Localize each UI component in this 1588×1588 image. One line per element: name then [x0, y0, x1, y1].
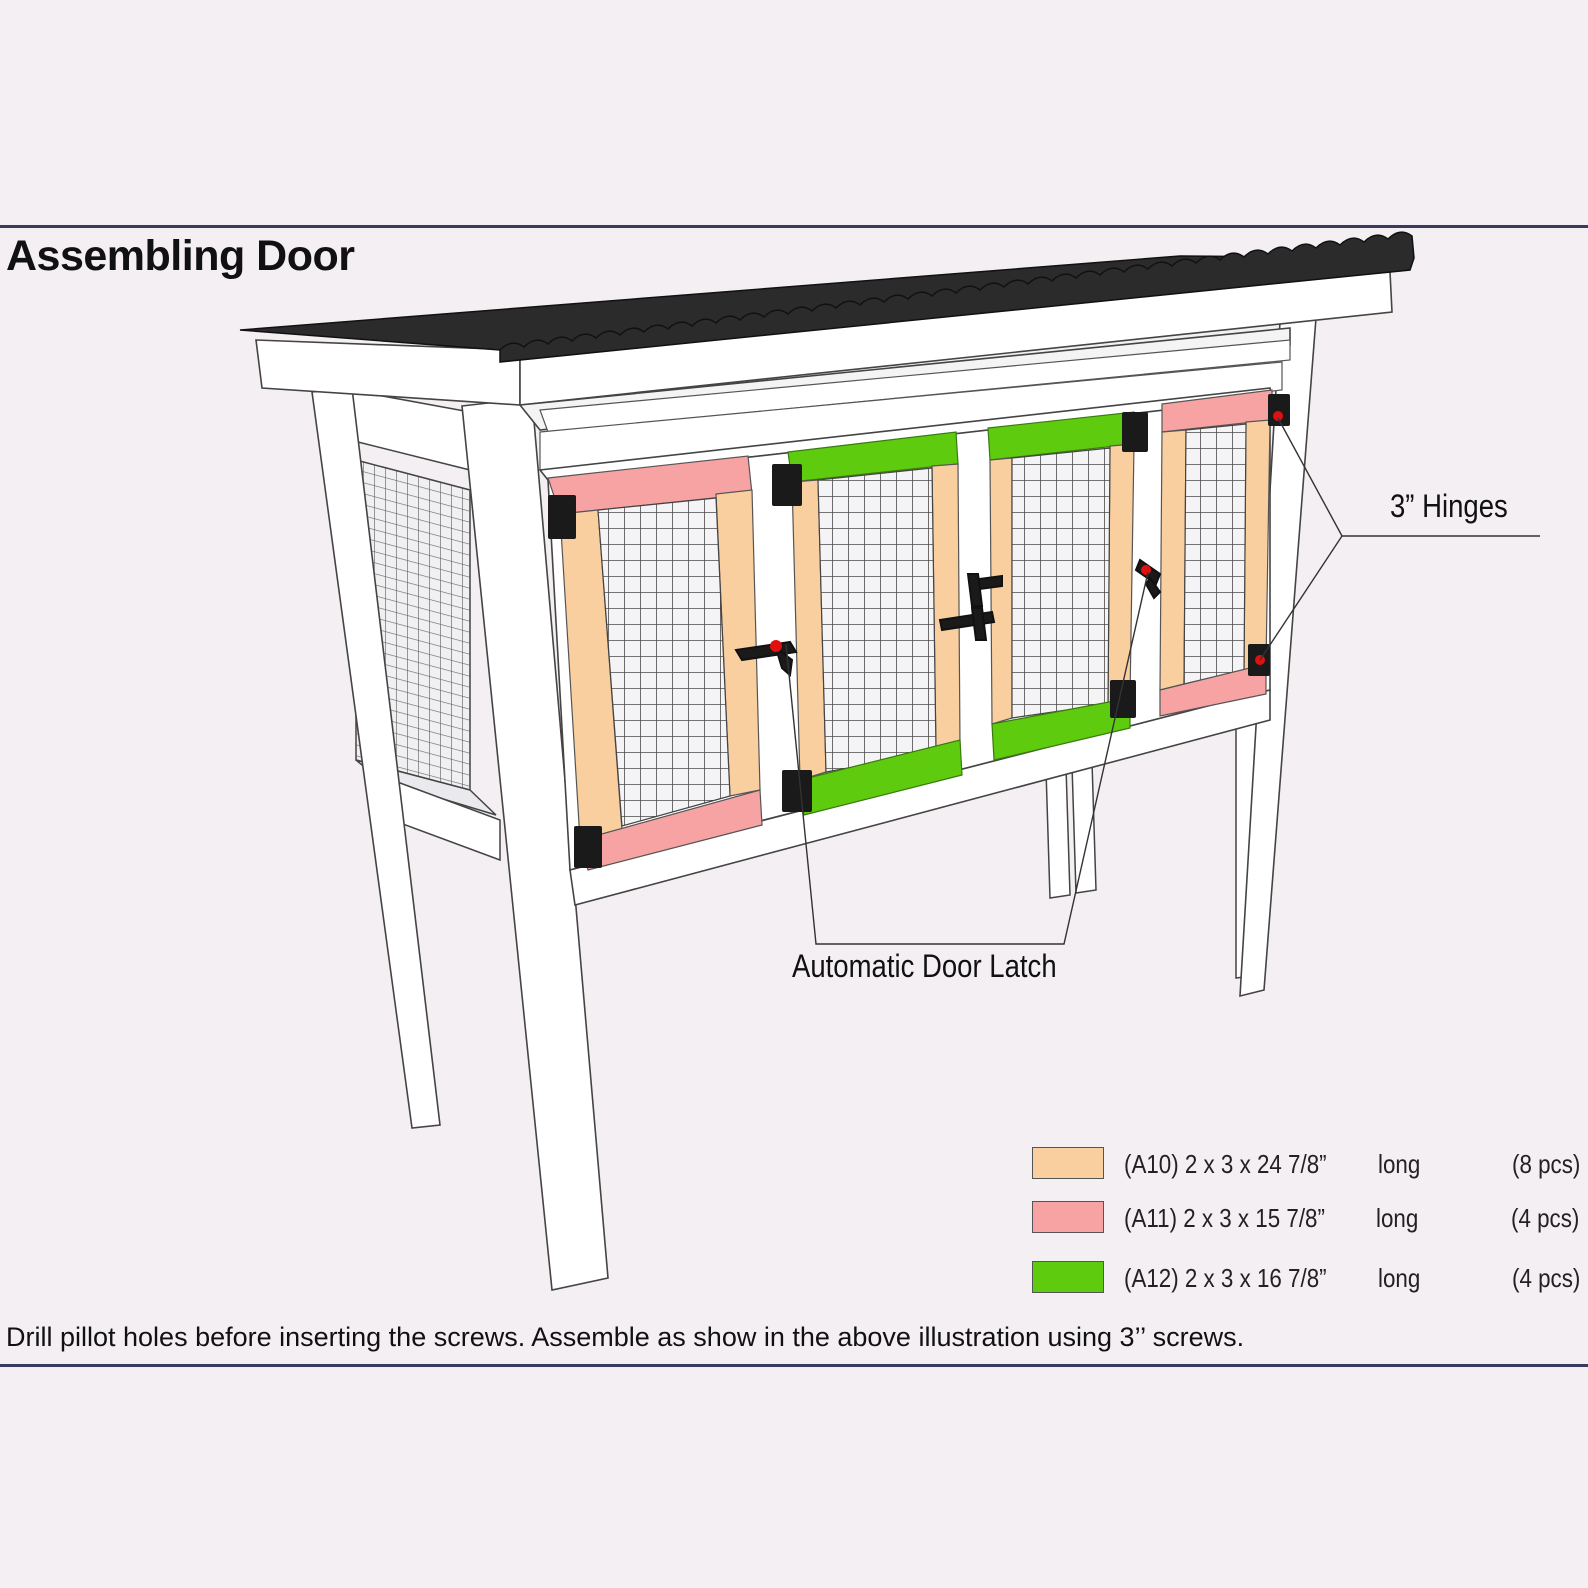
latch-callout: Automatic Door Latch	[792, 948, 1057, 984]
door-4	[1159, 389, 1273, 717]
legend-part: (A10) 2 x 3 x 24 7/8”	[1124, 1149, 1327, 1179]
legend-unit: long	[1376, 1203, 1419, 1233]
page-title: Assembling Door	[6, 232, 355, 280]
leader-lines	[785, 417, 1540, 945]
top-rails	[539, 339, 1291, 471]
legend-part: (A12) 2 x 3 x 16 7/8”	[1124, 1263, 1327, 1293]
hinges-callout: 3” Hinges	[1390, 488, 1508, 524]
legend-swatch	[1032, 1147, 1104, 1179]
door-3	[987, 411, 1135, 761]
legend-qty: (4 pcs)	[1511, 1203, 1580, 1233]
bottom-divider	[0, 1364, 1588, 1367]
legend-item-a12: (A12) 2 x 3 x 16 7/8” long (4 pcs)	[1032, 1261, 1588, 1295]
legend-part: (A11) 2 x 3 x 15 7/8”	[1124, 1203, 1325, 1233]
legend-swatch	[1032, 1201, 1104, 1233]
front-legs	[311, 317, 1317, 1291]
instruction-note: Drill pillot holes before inserting the …	[6, 1322, 1245, 1352]
hinges	[548, 394, 1290, 868]
legend-item-a10: (A10) 2 x 3 x 24 7/8” long (8 pcs)	[1032, 1147, 1588, 1181]
legend-qty: (4 pcs)	[1512, 1263, 1581, 1293]
door-1	[547, 455, 763, 871]
legend-unit: long	[1378, 1263, 1421, 1293]
legend-swatch	[1032, 1261, 1104, 1293]
door-2	[787, 431, 963, 816]
top-divider	[0, 225, 1588, 228]
legend-unit: long	[1378, 1149, 1421, 1179]
legend-qty: (8 pcs)	[1512, 1149, 1581, 1179]
roof-sheet	[239, 231, 1415, 363]
legend-item-a11: (A11) 2 x 3 x 15 7/8” long (4 pcs)	[1032, 1201, 1588, 1235]
